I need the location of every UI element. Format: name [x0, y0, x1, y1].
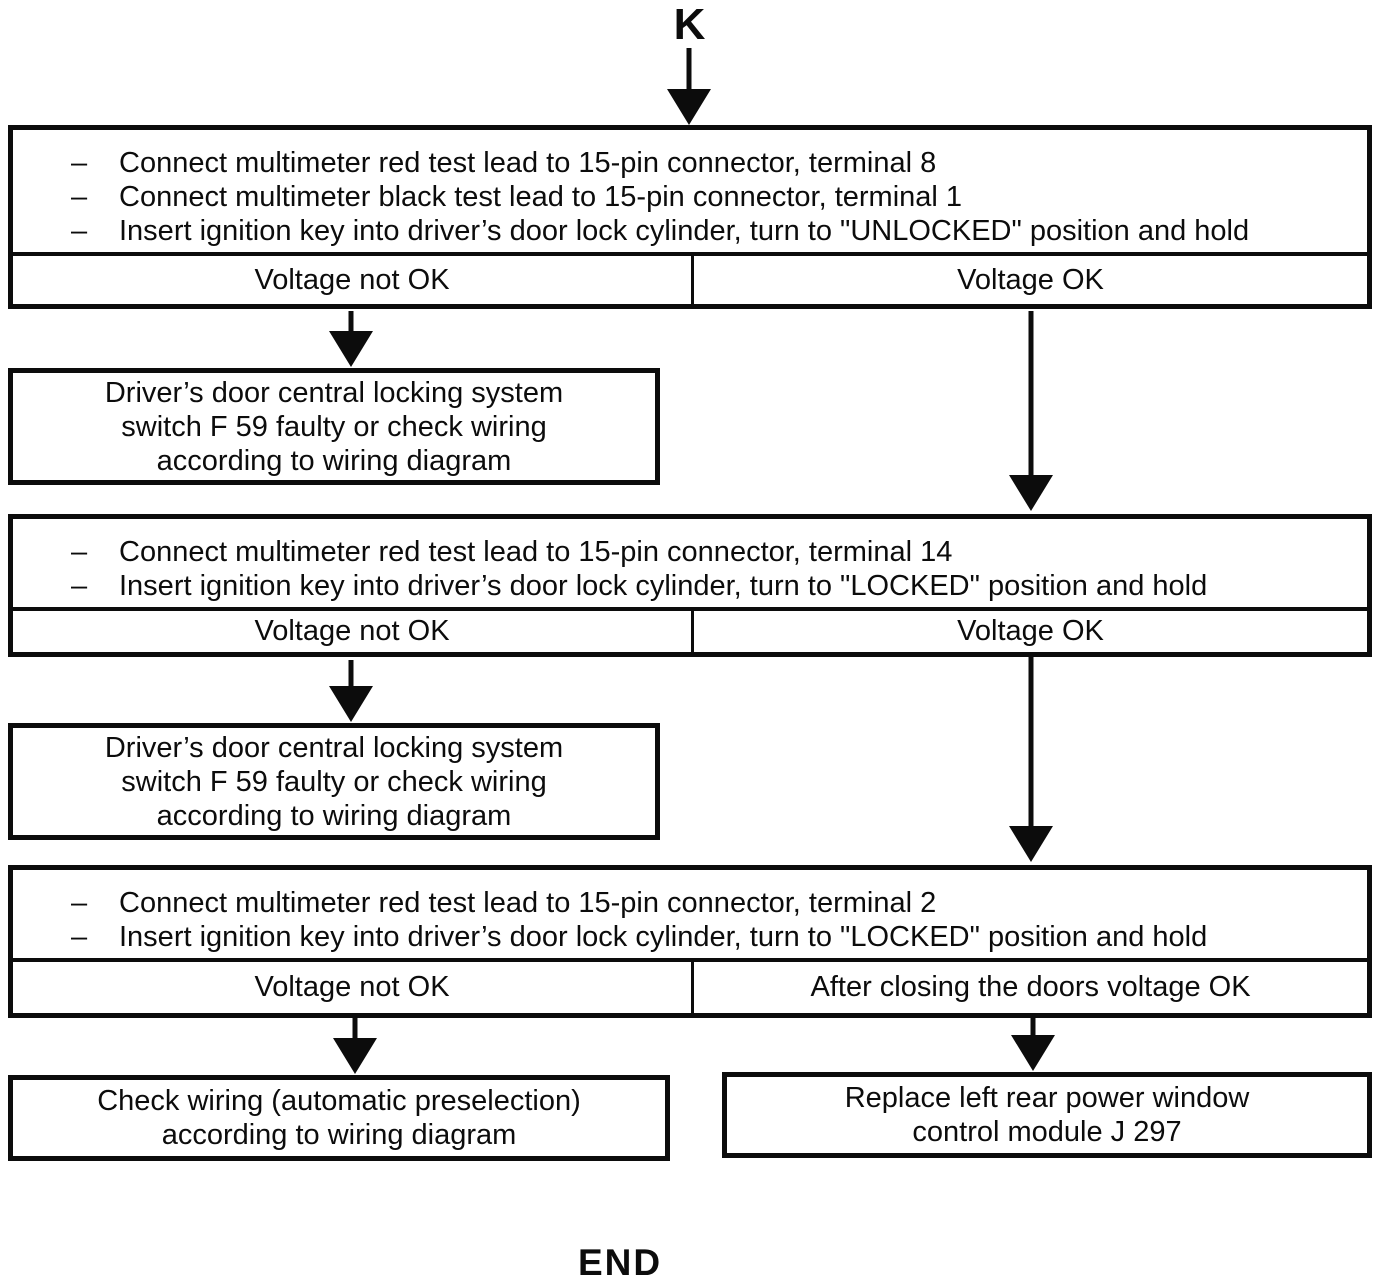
arrow-stem — [348, 311, 354, 335]
step2-outcome-voltage-ok: Voltage OK — [957, 615, 1104, 647]
instruction-text: Connect multimeter red test lead to 15-p… — [119, 887, 937, 919]
result-check-wiring: Check wiring (automatic preselection) ac… — [8, 1075, 670, 1161]
instruction-text: Insert ignition key into driver’s door l… — [119, 215, 1250, 247]
arrow-step3-ok — [1010, 1018, 1056, 1071]
step3-outcome-doors-voltage-ok: After closing the doors voltage OK — [810, 971, 1251, 1003]
arrow-step1-ok-to-step2 — [1008, 311, 1054, 511]
arrow-down-icon — [329, 686, 373, 722]
arrow-step3-not-ok — [332, 1018, 378, 1074]
arrow-down-icon — [329, 331, 373, 367]
start-label: K — [673, 0, 707, 49]
step1-box: – Connect multimeter red test lead to 15… — [8, 125, 1372, 309]
instruction-line: – Insert ignition key into driver’s door… — [71, 569, 1359, 603]
step1-outcome-row: Voltage not OK Voltage OK — [13, 252, 1367, 304]
bullet-dash: – — [71, 887, 88, 919]
instruction-text: Insert ignition key into driver’s door l… — [119, 570, 1208, 602]
result-replace-module: Replace left rear power window control m… — [722, 1072, 1372, 1158]
step2-outcome-voltage-not-ok: Voltage not OK — [13, 611, 695, 652]
result-switch-faulty-1: Driver’s door central locking system swi… — [8, 368, 660, 485]
arrow-step2-not-ok — [328, 660, 374, 722]
step1-instructions: – Connect multimeter red test lead to 15… — [13, 130, 1367, 252]
bullet-dash: – — [71, 570, 88, 602]
arrow-stem — [1028, 311, 1034, 479]
step1-outcome-voltage-not-ok: Voltage not OK — [13, 256, 695, 304]
arrow-step1-not-ok — [328, 311, 374, 367]
bullet-dash: – — [71, 215, 88, 247]
arrow-stem — [1030, 1018, 1036, 1039]
instruction-line: – Insert ignition key into driver’s door… — [71, 920, 1359, 954]
instruction-text: Connect multimeter red test lead to 15-p… — [119, 536, 953, 568]
step3-outcome-voltage-not-ok: Voltage not OK — [13, 962, 695, 1013]
result-switch-faulty-2: Driver’s door central locking system swi… — [8, 723, 660, 840]
step2-outcome-row: Voltage not OK Voltage OK — [13, 607, 1367, 652]
arrow-down-icon — [1009, 826, 1053, 862]
bullet-dash: – — [71, 181, 88, 213]
arrow-down-icon — [333, 1038, 377, 1074]
end-label: END — [577, 1242, 663, 1283]
step2-instructions: – Connect multimeter red test lead to 15… — [13, 519, 1367, 607]
step3-instructions: – Connect multimeter red test lead to 15… — [13, 870, 1367, 958]
instruction-line: – Insert ignition key into driver’s door… — [71, 214, 1359, 248]
arrow-down-icon — [1011, 1035, 1055, 1071]
step1-outcome-voltage-ok: Voltage OK — [957, 263, 1104, 296]
instruction-text: Connect multimeter red test lead to 15-p… — [119, 147, 937, 179]
step2-box: – Connect multimeter red test lead to 15… — [8, 514, 1372, 657]
bullet-dash: – — [71, 147, 88, 179]
arrow-stem — [686, 48, 692, 93]
bullet-dash: – — [71, 921, 88, 953]
bullet-dash: – — [71, 536, 88, 568]
instruction-line: – Connect multimeter red test lead to 15… — [71, 146, 1359, 180]
arrow-down-icon — [667, 89, 711, 125]
instruction-line: – Connect multimeter red test lead to 15… — [71, 535, 1359, 569]
instruction-text: Insert ignition key into driver’s door l… — [119, 921, 1208, 953]
instruction-line: – Connect multimeter black test lead to … — [71, 180, 1359, 214]
arrow-stem — [1028, 657, 1034, 830]
arrow-down-icon — [1009, 475, 1053, 511]
arrow-stem — [352, 1018, 358, 1042]
arrow-start-to-step1 — [666, 48, 712, 125]
instruction-text: Connect multimeter black test lead to 15… — [119, 181, 963, 213]
step3-box: – Connect multimeter red test lead to 15… — [8, 865, 1372, 1018]
arrow-stem — [348, 660, 354, 690]
step3-outcome-row: Voltage not OK After closing the doors v… — [13, 958, 1367, 1013]
arrow-step2-ok-to-step3 — [1008, 657, 1054, 862]
instruction-line: – Connect multimeter red test lead to 15… — [71, 886, 1359, 920]
